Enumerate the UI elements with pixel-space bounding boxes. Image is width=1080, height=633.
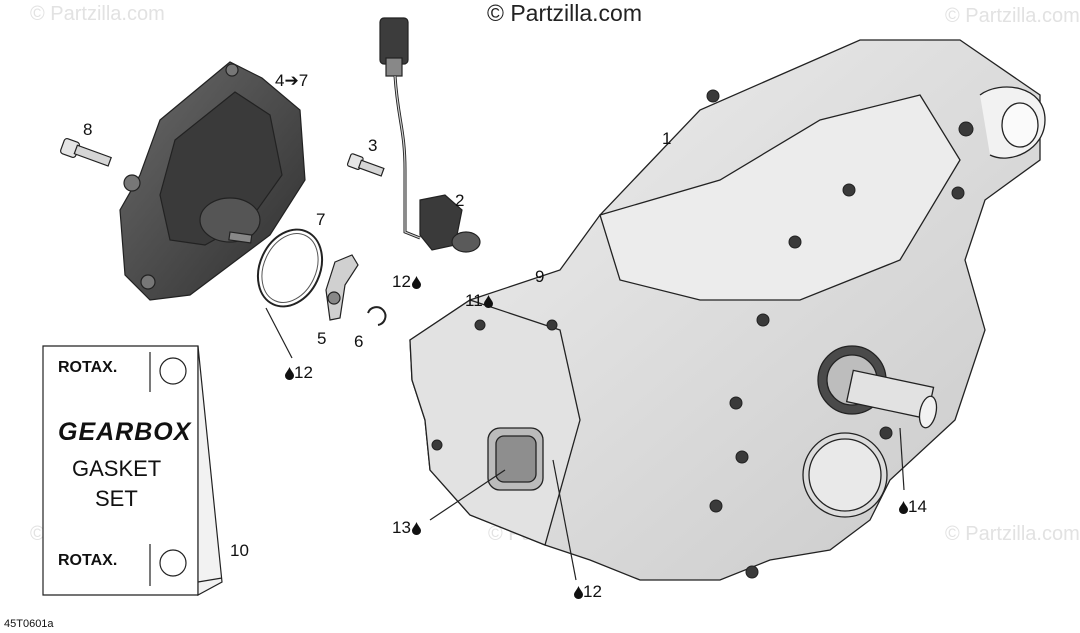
lubricant-drop-icon bbox=[285, 367, 294, 380]
cover-housing-part bbox=[119, 61, 306, 301]
kit-brand-top: ROTAX. bbox=[58, 359, 118, 376]
callout-6[interactable]: 6 bbox=[354, 332, 364, 351]
callout-12-sensor-number: 12 bbox=[392, 272, 411, 291]
gearbox-housing-part-1 bbox=[409, 39, 1046, 581]
callout-2[interactable]: 2 bbox=[455, 191, 465, 210]
lubricant-drop-icon bbox=[899, 501, 908, 514]
callout-1[interactable]: 1 bbox=[662, 129, 672, 148]
callout-3[interactable]: 3 bbox=[368, 136, 378, 155]
callout-11-number: 11 bbox=[465, 291, 483, 310]
gasket-kit-box bbox=[42, 345, 223, 597]
leader-lines bbox=[197, 307, 905, 583]
diagram-code: 45T0601a bbox=[4, 618, 54, 630]
callout-11[interactable]: 11 bbox=[465, 292, 493, 309]
kit-title-set: SET bbox=[95, 486, 138, 511]
clip-part-6 bbox=[367, 306, 387, 326]
callout-8[interactable]: 8 bbox=[83, 120, 93, 139]
bolt-part-8 bbox=[59, 137, 112, 167]
callout-12-o-ring[interactable]: 12 bbox=[284, 364, 313, 381]
kit-title-gearbox: GEARBOX bbox=[58, 418, 192, 446]
kit-brand-bottom: ROTAX. bbox=[58, 552, 118, 569]
callout-14-number: 14 bbox=[908, 497, 927, 516]
lubricant-drop-icon bbox=[574, 586, 583, 599]
callout-5[interactable]: 5 bbox=[317, 329, 327, 348]
callout-9[interactable]: 9 bbox=[535, 267, 545, 286]
kit-title-gasket: GASKET bbox=[72, 456, 162, 481]
callout-13[interactable]: 13 bbox=[392, 519, 421, 536]
callout-12-o-ring-number: 12 bbox=[294, 363, 313, 382]
callout-7[interactable]: 7 bbox=[316, 210, 326, 229]
lever-part-5 bbox=[325, 254, 359, 321]
sensor-part-2 bbox=[379, 17, 481, 253]
callout-10[interactable]: 10 bbox=[230, 541, 249, 560]
lubricant-drop-icon bbox=[411, 276, 421, 289]
watermark-bottom-right: © Partzilla.com bbox=[945, 523, 1080, 545]
callout-12-housing[interactable]: 12 bbox=[573, 583, 602, 600]
bolt-part-3 bbox=[346, 153, 385, 177]
callout-12-sensor[interactable]: 12 bbox=[392, 273, 421, 290]
callout-12-housing-number: 12 bbox=[583, 582, 602, 601]
callout-4-7[interactable]: 4➔7 bbox=[275, 71, 309, 90]
o-ring-part-7 bbox=[256, 228, 324, 308]
housing-bolts bbox=[431, 89, 974, 579]
callout-14[interactable]: 14 bbox=[898, 498, 927, 515]
watermark-main: © Partzilla.com bbox=[487, 0, 642, 26]
watermark-top-left: © Partzilla.com bbox=[30, 3, 165, 25]
lubricant-drop-icon bbox=[411, 522, 421, 535]
callout-13-number: 13 bbox=[392, 518, 411, 537]
lubricant-drop-icon bbox=[483, 295, 493, 308]
watermark-top-right: © Partzilla.com bbox=[945, 5, 1080, 27]
